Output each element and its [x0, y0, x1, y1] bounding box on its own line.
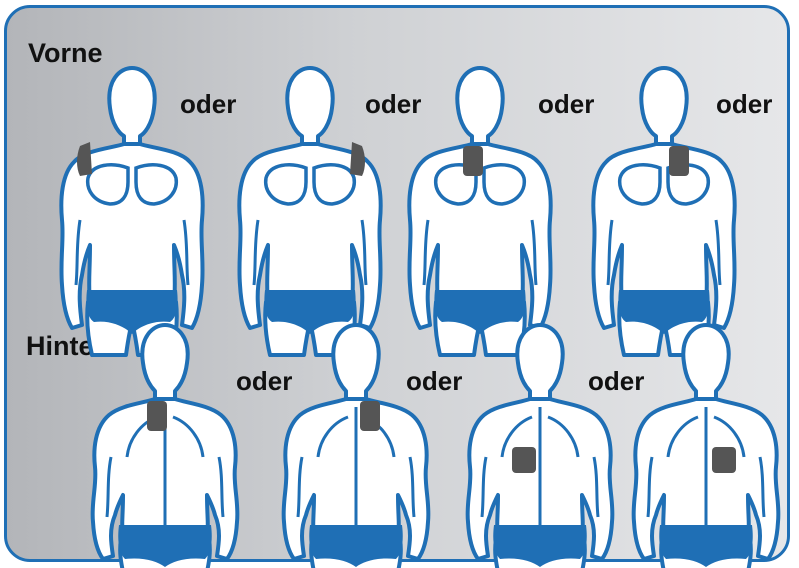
electrode-pad: [712, 447, 736, 473]
front-figure: [593, 68, 734, 355]
oder-label: oder: [365, 89, 421, 119]
oder-label: oder: [236, 366, 292, 396]
oder-label: oder: [716, 89, 772, 119]
front-figure: [239, 68, 380, 355]
back-figure: [284, 325, 429, 568]
electrode-pad: [360, 401, 380, 431]
electrode-pad: [463, 146, 483, 176]
front-figure: [409, 68, 550, 355]
electrode-pad: [669, 146, 689, 176]
back-figure: [468, 325, 613, 568]
oder-label: oder: [538, 89, 594, 119]
electrode-pad: [77, 142, 92, 176]
electrode-pad: [350, 142, 365, 176]
back-figure: [634, 325, 779, 568]
electrode-pad: [147, 401, 167, 431]
oder-label: oder: [588, 366, 644, 396]
section-label-front: Vorne: [28, 38, 103, 68]
oder-label: oder: [180, 89, 236, 119]
oder-label: oder: [406, 366, 462, 396]
electrode-pad: [512, 447, 536, 473]
back-figure: [93, 325, 238, 568]
